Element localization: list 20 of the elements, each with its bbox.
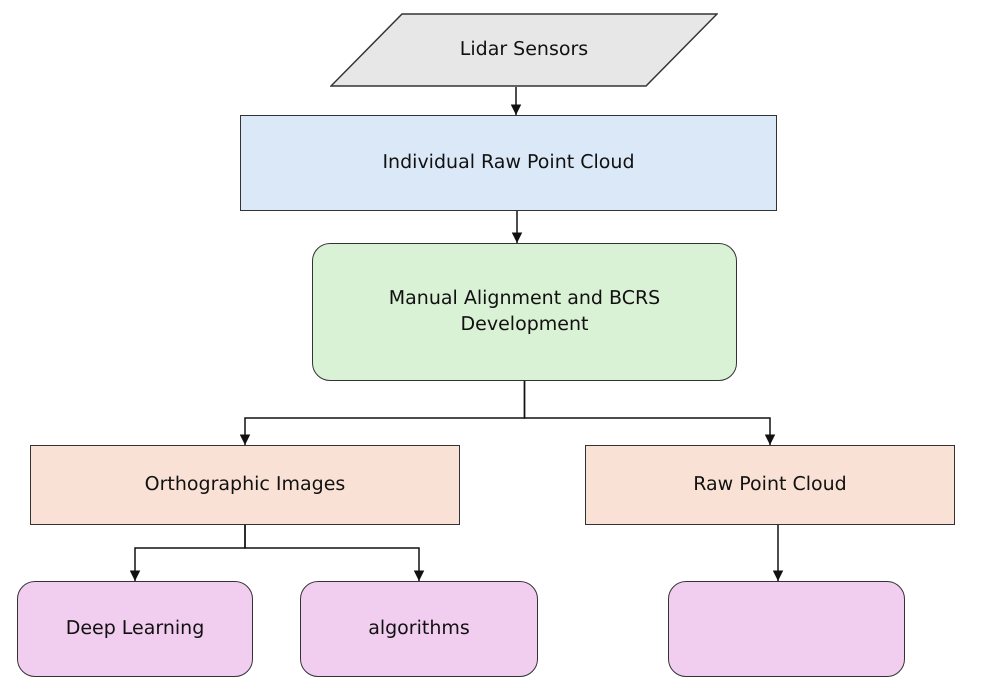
node-label: Manual Alignment and BCRS Development [388,286,662,337]
process-box [17,581,253,677]
process-box [585,445,955,525]
process-box [240,115,777,211]
input-parallelogram [330,13,718,87]
process-box [300,581,538,677]
arrow [524,381,776,445]
arrow [772,525,784,581]
process-box [668,581,905,677]
arrow [510,87,522,115]
node-label: Individual Raw Point Cloud [381,150,636,176]
arrow [244,525,424,581]
process-box [30,445,460,525]
node-label: Lidar Sensors [458,37,590,62]
process-box [312,243,737,381]
node-label: Orthographic Images [144,472,346,498]
node-label: Raw Point Cloud [692,472,848,498]
node-label: algorithms [367,616,471,642]
node-label: Deep Learning [64,616,206,642]
arrow [512,211,522,243]
